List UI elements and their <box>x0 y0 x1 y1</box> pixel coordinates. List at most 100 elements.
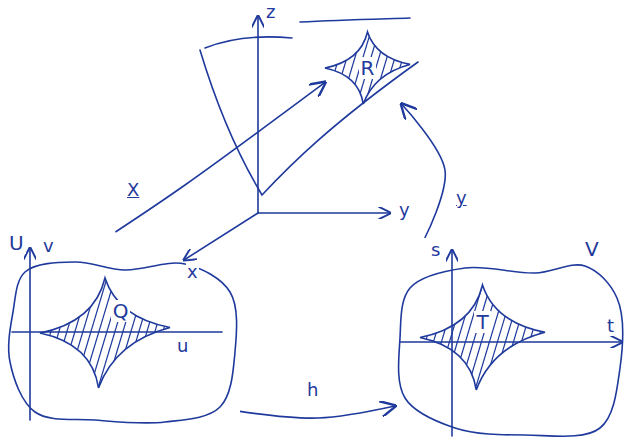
hatch-line <box>2 278 35 388</box>
hatch-line <box>178 278 211 388</box>
hatch-line <box>114 278 147 388</box>
x-axis <box>184 213 258 260</box>
hatch-line <box>539 285 571 390</box>
axis-label: u <box>177 335 188 356</box>
hatch-line <box>429 32 451 104</box>
region-outline <box>5 232 240 427</box>
hatch-line <box>371 285 403 390</box>
axis-label: x <box>187 261 198 282</box>
hatch-line <box>483 285 515 390</box>
hatch-line <box>146 278 179 388</box>
domain-region: QU <box>5 232 240 427</box>
map-label: h <box>307 379 318 400</box>
hatch-line <box>253 32 275 104</box>
hatch-line <box>587 285 619 390</box>
hatch-line <box>98 278 131 388</box>
map-label: X <box>126 180 140 200</box>
hatch-line <box>445 32 467 104</box>
region-outline <box>395 238 624 438</box>
surface-outline <box>300 18 410 22</box>
axis-label: z <box>266 1 275 22</box>
hatch-line <box>355 285 387 390</box>
hatch-line <box>437 32 459 104</box>
hatch-line <box>277 32 299 104</box>
hatch-line <box>293 32 315 104</box>
hatch-line <box>323 285 355 390</box>
map-label: X <box>127 179 139 200</box>
hatch-line <box>453 32 475 104</box>
hatch-line <box>74 278 107 388</box>
hatch-line <box>242 278 275 388</box>
map-label: y <box>456 187 467 208</box>
hatch-line <box>347 285 379 390</box>
hatch-line <box>379 285 411 390</box>
hatched-region <box>420 285 545 390</box>
map-label: y <box>455 188 468 208</box>
hatch-line <box>186 278 219 388</box>
axis-label: v <box>42 236 55 256</box>
domain-region: TV <box>395 238 624 438</box>
hatch-line <box>130 278 163 388</box>
hatch-line <box>619 285 629 390</box>
hatched-region: T <box>420 285 545 390</box>
hatch-line <box>435 285 467 390</box>
axis-label: s <box>430 240 441 260</box>
region-label: T <box>474 311 490 333</box>
hatch-line <box>301 32 323 104</box>
axis-label: z <box>265 2 276 22</box>
hatch-line <box>403 285 435 390</box>
hatch-line <box>563 285 595 390</box>
hatch-line <box>274 278 307 388</box>
hatch-line <box>0 278 27 388</box>
hatch-line <box>258 278 291 388</box>
axis-label: x <box>186 262 199 282</box>
axis-label: y <box>398 200 411 220</box>
hatch-line <box>547 285 579 390</box>
hatch-line <box>421 32 443 104</box>
hatch-line <box>469 32 491 104</box>
surface-outline <box>200 50 418 195</box>
hatched-region: R <box>325 32 410 104</box>
hatch-line <box>459 285 491 390</box>
hatch-line <box>443 285 475 390</box>
hatch-line <box>507 285 539 390</box>
hatch-line <box>218 278 251 388</box>
surface-outline <box>205 37 292 48</box>
hatch-line <box>405 32 427 104</box>
region-label: U <box>7 232 26 254</box>
hatch-line <box>266 278 299 388</box>
hatch-line <box>194 278 227 388</box>
hatch-line <box>285 32 307 104</box>
v-axis <box>29 248 31 420</box>
hatch-line <box>0 278 19 388</box>
y-axis <box>258 212 390 214</box>
hatch-line <box>269 32 291 104</box>
axis-label: t <box>606 316 615 336</box>
hatched-region: Q <box>40 278 170 388</box>
hatch-line <box>331 285 363 390</box>
hatch-line <box>0 278 11 388</box>
hatch-line <box>34 278 67 388</box>
hatch-line <box>261 32 283 104</box>
map-label: h <box>306 380 319 400</box>
hatch-line <box>461 32 483 104</box>
hatch-line <box>627 285 629 390</box>
hatch-line <box>10 278 43 388</box>
hatch-line <box>387 285 419 390</box>
s-axis <box>451 250 453 436</box>
region-label: R <box>359 57 377 79</box>
hatch-line <box>202 278 235 388</box>
hatch-line <box>411 285 443 390</box>
hatch-line <box>106 278 139 388</box>
axis-label: u <box>176 336 189 356</box>
hatch-line <box>122 278 155 388</box>
hatch-line <box>491 285 523 390</box>
hatch-line <box>339 285 371 390</box>
hatch-line <box>154 278 187 388</box>
axis-label: t <box>607 315 614 336</box>
mapping-arrow <box>115 82 325 232</box>
hatch-line <box>234 278 267 388</box>
hatch-line <box>315 285 347 390</box>
hatch-line <box>162 278 195 388</box>
